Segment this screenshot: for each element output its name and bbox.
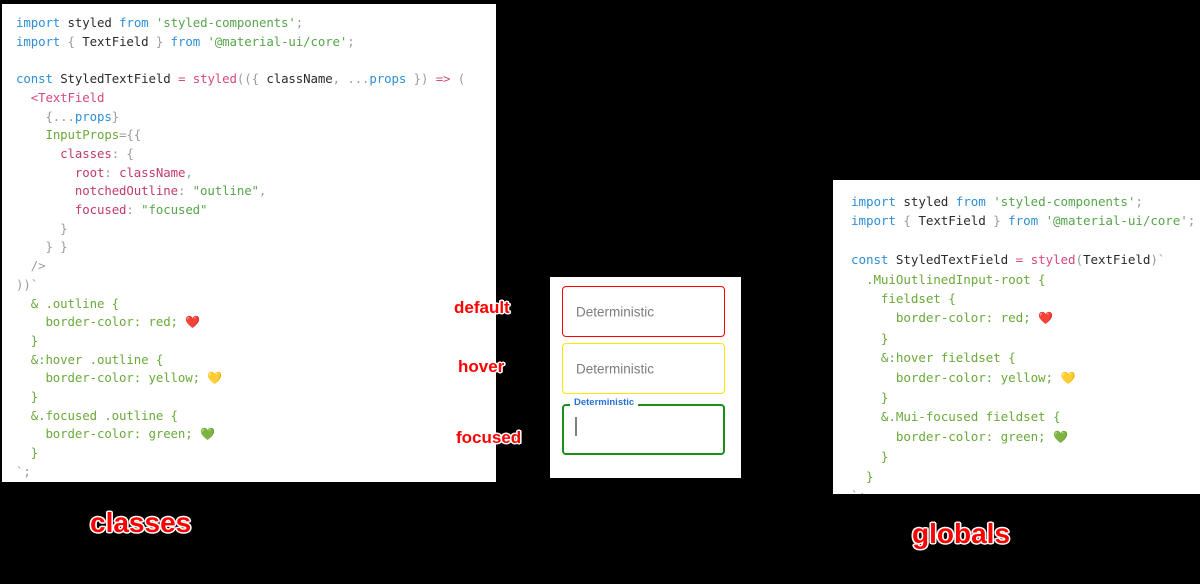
state-label-focused: focused [456, 428, 522, 447]
textfield-hover-text: Deterministic [576, 361, 655, 376]
state-label-hover: hover [458, 357, 505, 376]
code-block-globals: import styled from 'styled-components'; … [851, 194, 1196, 494]
textfield-default-text: Deterministic [576, 304, 655, 319]
textfield-focused-label: Deterministic [570, 398, 639, 408]
text-cursor-icon [575, 417, 577, 436]
caption-globals: globals [912, 518, 1011, 549]
code-block-classes: import styled from 'styled-components'; … [16, 15, 466, 479]
state-label-default: default [454, 298, 510, 317]
textfield-demo-panel: Deterministic Deterministic Deterministi… [550, 277, 741, 478]
textfield-hover[interactable]: Deterministic [562, 343, 725, 394]
textfield-focused-fieldset [562, 404, 725, 455]
textfield-focused[interactable]: Deterministic [562, 398, 725, 455]
code-panel-globals: import styled from 'styled-components'; … [833, 180, 1200, 494]
textfield-default[interactable]: Deterministic [562, 286, 725, 337]
caption-classes: classes [90, 507, 192, 538]
code-panel-classes: import styled from 'styled-components'; … [2, 4, 496, 482]
